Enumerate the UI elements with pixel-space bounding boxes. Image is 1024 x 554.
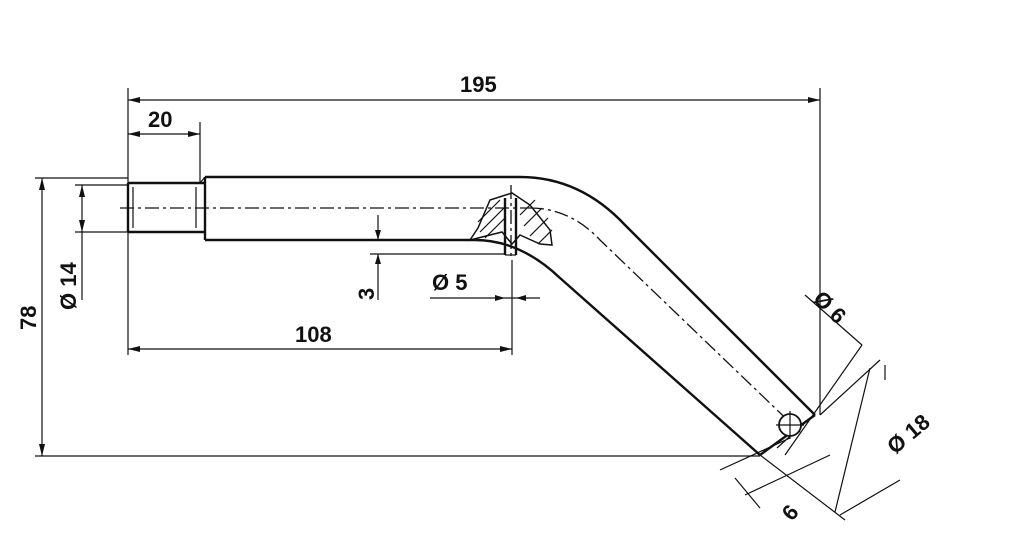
center-lines <box>120 185 801 433</box>
dimension-overall-length: 195 <box>460 72 497 97</box>
bent-shaft-outline <box>126 175 816 456</box>
dimension-end-hole-diameter: Ø 6 <box>808 286 851 329</box>
dimension-thread-length: 20 <box>148 107 172 132</box>
dimension-shaft-diameter: Ø 14 <box>56 262 81 310</box>
dimension-pin-diameter: Ø 5 <box>432 270 467 295</box>
dimension-height: 78 <box>16 306 41 330</box>
dimension-end-hole-offset: 6 <box>777 500 804 525</box>
dimension-end-diameter: Ø 18 <box>882 409 935 459</box>
dimension-lines <box>35 88 901 521</box>
dimension-pin-offset: 3 <box>354 288 379 300</box>
dimension-pin-position: 108 <box>295 322 332 347</box>
end-hole <box>776 411 804 439</box>
